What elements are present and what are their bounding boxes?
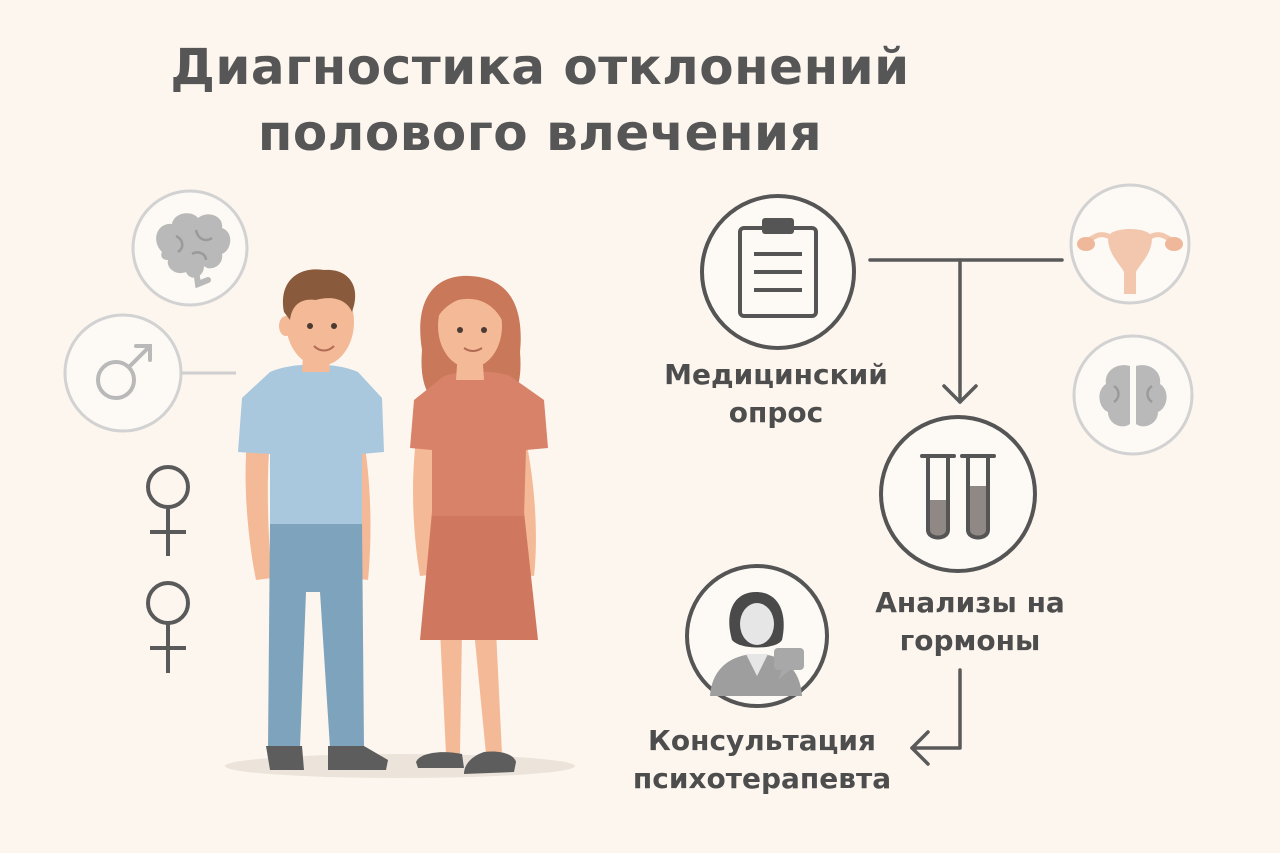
brain-icon bbox=[131, 189, 249, 307]
woman-illustration bbox=[410, 275, 548, 774]
hormone-tests-label-line-2: гормоны bbox=[899, 624, 1041, 657]
consultation-label-line-2: психотерапевта bbox=[632, 762, 892, 795]
connector-lines bbox=[868, 258, 1064, 766]
hormone-tests-label-line-1: Анализы на bbox=[875, 586, 1065, 619]
survey-label-line-1: Медицинский bbox=[664, 358, 888, 391]
man-illustration bbox=[238, 269, 388, 770]
uterus-icon bbox=[1069, 183, 1191, 305]
female-symbol-icon bbox=[146, 465, 190, 556]
survey-label-line-2: опрос bbox=[728, 396, 824, 429]
consultation-label-line-1: Консультация bbox=[647, 724, 876, 757]
therapist-icon bbox=[685, 564, 829, 708]
brain-icon bbox=[1072, 334, 1194, 456]
female-symbol-icon bbox=[146, 581, 190, 673]
title-line-2: полового влечения bbox=[257, 104, 823, 162]
hormone-tests-label: Анализы на гормоны bbox=[820, 584, 1120, 660]
survey-label: Медицинский опрос bbox=[626, 356, 926, 432]
title-line-1: Диагностика отклонений bbox=[170, 38, 910, 96]
consultation-label: Консультация психотерапевта bbox=[612, 722, 912, 798]
male-symbol-icon bbox=[63, 313, 236, 433]
clipboard-icon bbox=[700, 194, 856, 350]
test-tubes-icon bbox=[879, 415, 1037, 573]
page-title: Диагностика отклонений полового влечения bbox=[0, 34, 1080, 166]
